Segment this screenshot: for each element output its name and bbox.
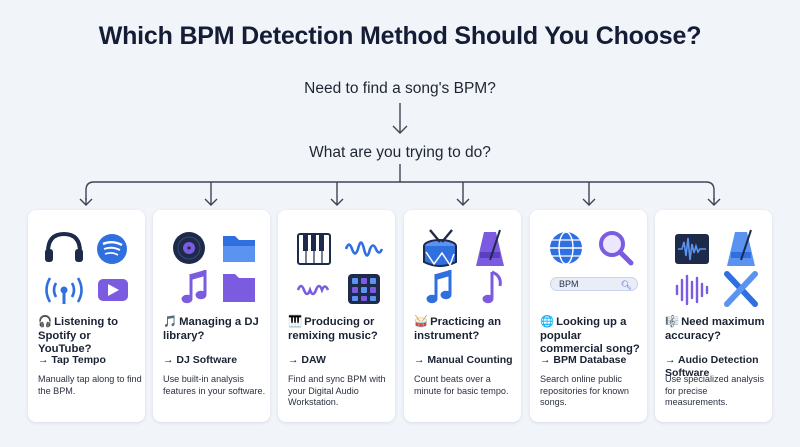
youtube-icon [98,279,128,301]
option-card-producing[interactable]: 🎹Producing or remixing music? → DAW Find… [278,210,395,422]
card-method: → DJ Software [163,354,238,366]
search-chip: BPM 🔍︎ [550,277,638,291]
headphones-icon [45,231,83,262]
option-card-dj[interactable]: 🎵Managing a DJ library? → DJ Software Us… [153,210,270,422]
card-method: → BPM Database [540,354,627,366]
card-icons [173,232,255,304]
option-card-database[interactable]: BPM 🔍︎ 🌐Looking up a popular commercial … [530,210,647,422]
card-method: → Audio Detection Software [665,354,759,379]
podcast-icon [45,277,83,304]
piano-keys-icon [297,233,331,265]
card-description: Manually tap along to find the BPM. [38,374,142,396]
magnifier-icon [599,231,634,266]
card-icons [423,229,504,304]
spectrum-icon [675,234,709,264]
spotify-icon [97,234,127,264]
tools-icon [724,271,758,307]
audio-wave-icon [675,274,709,306]
music-note-icon [426,270,452,304]
music-note-icon [181,270,207,304]
waveform-small-icon [296,284,330,296]
option-card-accuracy[interactable]: 🎼Need maximum accuracy? → Audio Detectio… [655,210,772,422]
option-card-streaming[interactable]: 🎧Listening to Spotify or YouTube? → Tap … [28,210,145,422]
card-question: 🥁Practicing an instrument? [414,316,502,342]
card-description: Use built-in analysis features in your s… [163,374,266,396]
card-method: → DAW [288,354,326,366]
card-question: 🎧Listening to Spotify or YouTube? [38,316,119,355]
branch-bar [85,181,715,200]
branch-arrows [79,182,721,206]
open-folder-icon [223,236,255,262]
card-question: 🎵Managing a DJ library? [163,316,259,342]
card-question: 🎼Need maximum accuracy? [665,316,765,342]
card-icons [296,233,384,304]
start-question: Need to find a song's BPM? [304,80,496,97]
drum-pad-icon [348,274,380,304]
page-title: Which BPM Detection Method Should You Ch… [98,22,702,50]
music-note-icon [482,270,502,304]
card-icons [675,229,758,307]
card-icons [45,231,128,304]
drum-icon [423,229,457,267]
card-question: 🌐Looking up a popular commercial song? [540,316,640,355]
option-card-instrument[interactable]: 🥁Practicing an instrument? → Manual Coun… [404,210,521,422]
card-description: Find and sync BPM with your Digital Audi… [288,374,386,407]
search-icon: 🔍︎ [620,280,632,290]
card-method: → Manual Counting [414,354,513,366]
card-description: Count beats over a minute for basic temp… [414,374,509,396]
metronome-icon [476,229,504,266]
card-question: 🎹Producing or remixing music? [288,316,378,342]
waveform-icon [344,241,384,257]
search-chip-label: BPM [559,279,579,289]
folder-icon [223,274,255,302]
card-description: Use specialized analysis for precise mea… [665,374,765,407]
card-method: → Tap Tempo [38,354,106,366]
card-description: Search online public repositories for kn… [540,374,629,407]
globe-icon [550,231,582,265]
card-icons [550,231,634,266]
second-question: What are you trying to do? [309,144,491,161]
vinyl-record-icon [173,232,205,264]
metronome-icon [727,229,755,266]
